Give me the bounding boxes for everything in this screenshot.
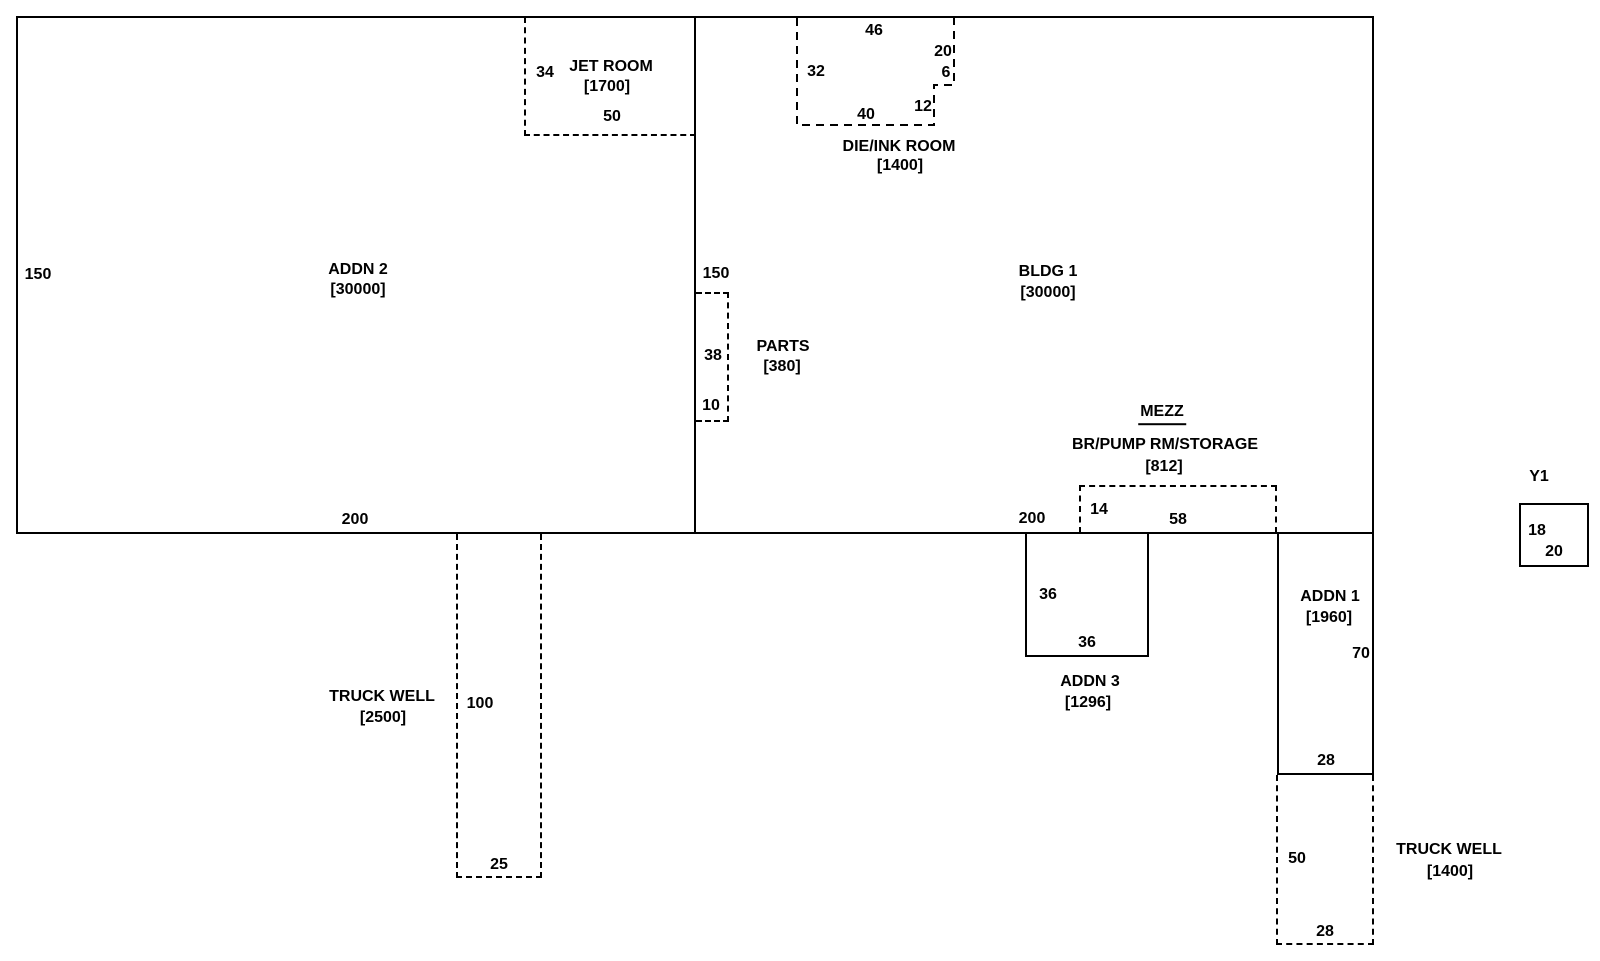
parts-outline	[696, 292, 729, 422]
die-ink-dim-left: 32	[807, 63, 825, 81]
jet-room-name: JET ROOM	[569, 58, 653, 76]
addn3-outline	[1025, 534, 1149, 657]
bldg1-dim-bottom: 200	[1018, 510, 1046, 528]
addn2-name: ADDN 2	[328, 261, 388, 279]
die-ink-area: [1400]	[876, 157, 924, 175]
addn3-area: [1296]	[1064, 694, 1112, 712]
mezz-area: [812]	[1145, 458, 1183, 476]
die-ink-dim-top: 46	[865, 22, 883, 40]
truck-well-right-area: [1400]	[1426, 863, 1474, 881]
parts-name: PARTS	[756, 338, 810, 356]
addn2-bldg1-divider-wall	[694, 16, 696, 534]
bldg1-name: BLDG 1	[1018, 263, 1078, 281]
jet-room-area: [1700]	[583, 78, 631, 96]
parts-dim-left: 38	[704, 347, 722, 365]
die-ink-dim-right: 20	[934, 43, 952, 61]
mezz-name: BR/PUMP RM/STORAGE	[1071, 436, 1259, 454]
addn3-dim-bottom: 36	[1078, 634, 1096, 652]
die-ink-dim-notch-w: 6	[941, 64, 951, 82]
truck-well-right-dim-bottom: 28	[1316, 923, 1334, 941]
y1-outline	[1519, 503, 1589, 567]
y1-dim-left: 18	[1528, 522, 1546, 540]
truck-well-right-dim-left: 50	[1288, 850, 1306, 868]
bldg1-area: [30000]	[1020, 284, 1076, 302]
addn3-name: ADDN 3	[1060, 673, 1120, 691]
truck-well-right-outline	[1276, 775, 1374, 945]
mezz-dim-left: 14	[1090, 501, 1108, 519]
addn2-area: [30000]	[330, 281, 386, 299]
y1-dim-bottom: 20	[1545, 543, 1563, 561]
addn1-dim-right: 70	[1352, 645, 1370, 663]
addn1-area: [1960]	[1305, 609, 1353, 627]
parts-dim-bottom: 10	[702, 397, 720, 415]
y1-name: Y1	[1529, 468, 1549, 486]
die-ink-name: DIE/INK ROOM	[842, 138, 956, 156]
addn1-outline	[1277, 534, 1374, 775]
mezz-outline	[1079, 485, 1277, 533]
truck-well-right-name: TRUCK WELL	[1396, 841, 1502, 859]
die-ink-room-outline	[796, 18, 955, 126]
jet-room-dim-left: 34	[536, 64, 554, 82]
addn2-dim-bottom: 200	[341, 511, 369, 529]
die-ink-dim-bottom: 40	[857, 106, 875, 124]
truck-well-left-dim-bottom: 25	[490, 856, 508, 874]
truck-well-left-outline	[456, 534, 542, 878]
truck-well-left-area: [2500]	[359, 709, 407, 727]
addn2-dim-left: 150	[24, 266, 52, 284]
addn1-name: ADDN 1	[1300, 588, 1360, 606]
bldg1-dim-left: 150	[702, 265, 730, 283]
truck-well-left-dim-right: 100	[466, 695, 494, 713]
jet-room-outline	[524, 17, 696, 136]
addn3-dim-left: 36	[1039, 586, 1057, 604]
parts-area: [380]	[763, 358, 801, 376]
die-ink-dim-notch-v: 12	[914, 98, 932, 116]
truck-well-left-name: TRUCK WELL	[329, 688, 435, 706]
mezz-dim-bottom: 58	[1169, 511, 1187, 529]
addn1-dim-bottom: 28	[1317, 752, 1335, 770]
mezz-title: MEZZ	[1138, 403, 1186, 425]
jet-room-dim-bottom: 50	[603, 108, 621, 126]
